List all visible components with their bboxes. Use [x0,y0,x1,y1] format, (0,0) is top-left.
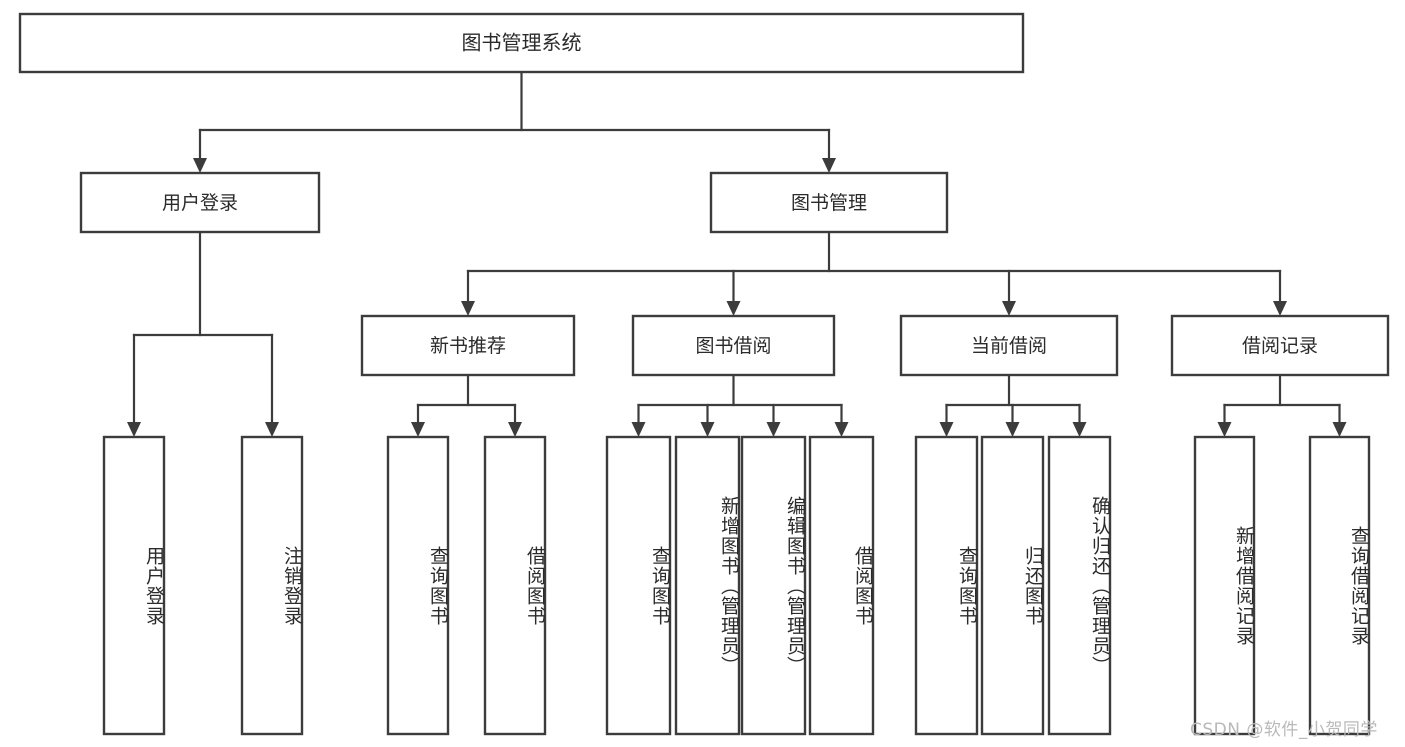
arrow-head [508,422,522,437]
arrow-head [265,422,279,437]
edge-group-book-manage [461,230,1287,316]
node-box-book-borrow[interactable] [631,314,836,377]
node-label-book-borrow: 图书借阅 [695,335,771,357]
edge-group-borrow-record [1217,373,1347,437]
node-box-leaf-add-book[interactable] [674,435,741,736]
node-box-leaf-query-book-rec[interactable] [386,435,450,736]
node-box-book-manage[interactable] [709,171,949,234]
arrow-head [411,422,425,437]
node-new-book-recommend[interactable]: 新书推荐 [360,314,576,377]
node-box-current-borrow[interactable] [899,314,1119,377]
edge-group-book-borrow [631,373,849,437]
arrow-head [1072,422,1087,437]
node-label-book-manage: 图书管理 [791,192,867,214]
arrow-head [834,422,849,437]
node-box-leaf-query-book-c[interactable] [914,435,979,736]
node-leaf-query-book-c[interactable] [914,435,979,736]
edge-group-new-book-recommend [411,373,522,437]
node-box-borrow-record[interactable] [1170,314,1390,377]
node-box-user-login[interactable] [79,171,321,234]
node-box-leaf-query-book-b[interactable] [605,435,672,736]
node-leaf-query-book-rec[interactable] [386,435,450,736]
node-current-borrow[interactable]: 当前借阅 [899,314,1119,377]
node-box-leaf-edit-book[interactable] [740,435,807,736]
arrow-head [127,422,141,437]
node-label-new-book-recommend: 新书推荐 [430,335,506,357]
node-leaf-edit-book[interactable] [740,435,807,736]
node-leaf-add-record[interactable] [1193,435,1256,736]
node-box-root[interactable] [18,12,1025,74]
node-box-leaf-logout[interactable] [240,435,304,736]
node-leaf-borrow-book-b[interactable] [808,435,875,736]
arrow-head [631,422,646,437]
node-leaf-return-book[interactable] [980,435,1045,736]
arrow-head [461,301,475,316]
csdn-watermark: CSDN @软件_小贺同学 [1190,720,1378,740]
node-box-leaf-return-book[interactable] [980,435,1045,736]
node-box-leaf-user-login[interactable] [102,435,166,736]
node-box-new-book-recommend[interactable] [360,314,576,377]
node-leaf-query-record[interactable] [1308,435,1371,736]
node-box-leaf-borrow-book-b[interactable] [808,435,875,736]
node-box-leaf-query-record[interactable] [1308,435,1371,736]
arrow-head [1002,301,1016,316]
arrow-head [726,301,741,316]
node-label-borrow-record: 借阅记录 [1242,335,1318,357]
node-leaf-logout[interactable] [240,435,304,736]
arrow-head [939,422,954,437]
node-root[interactable]: 图书管理系统 [18,12,1025,74]
node-borrow-record[interactable]: 借阅记录 [1170,314,1390,377]
node-label-current-borrow: 当前借阅 [971,335,1047,357]
edge-group-current-borrow [939,373,1087,437]
arrow-head [1005,422,1020,437]
node-box-leaf-add-record[interactable] [1193,435,1256,736]
node-label-root: 图书管理系统 [462,31,582,55]
arrow-head [822,158,836,173]
edge-layer [127,70,1347,437]
arrow-head [193,158,207,173]
node-leaf-query-book-b[interactable] [605,435,672,736]
node-user-login[interactable]: 用户登录 [79,171,321,234]
node-leaf-add-book[interactable] [674,435,741,736]
arrow-head [766,422,781,437]
arrow-head [1273,301,1287,316]
edge-group-user-login [127,230,279,437]
node-box-leaf-confirm-return[interactable] [1047,435,1112,736]
node-book-manage[interactable]: 图书管理 [709,171,949,234]
edge-group-root [193,70,836,173]
arrow-head [700,422,715,437]
node-book-borrow[interactable]: 图书借阅 [631,314,836,377]
arrow-head [1332,422,1347,437]
node-box-leaf-borrow-book-rec[interactable] [483,435,547,736]
arrow-head [1217,422,1232,437]
node-leaf-borrow-book-rec[interactable] [483,435,547,736]
node-leaf-user-login[interactable] [102,435,166,736]
node-label-user-login: 用户登录 [162,192,238,214]
node-leaf-confirm-return[interactable] [1047,435,1112,736]
